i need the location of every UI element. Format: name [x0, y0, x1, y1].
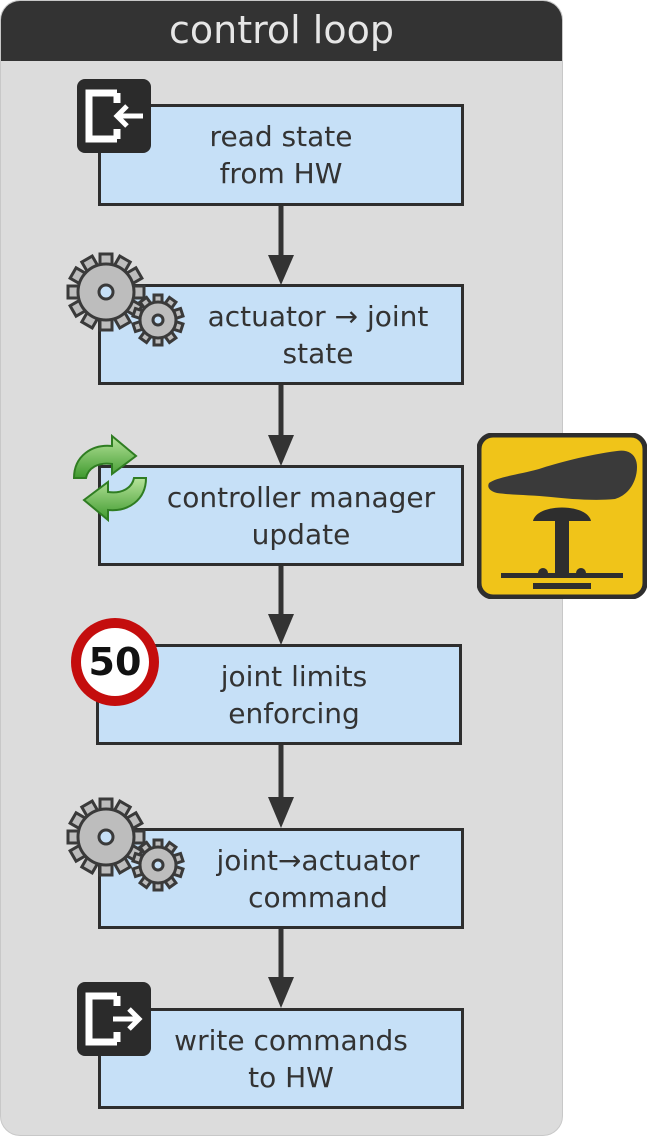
- step-controller-update: controller manager update: [98, 465, 464, 566]
- refresh-arrows-icon: [72, 434, 148, 522]
- speed-limit-sign-icon: 50: [71, 618, 159, 706]
- step-read-state: read state from HW: [98, 104, 464, 206]
- gears-icon: [66, 797, 185, 892]
- step-label: write commands to HW: [174, 1023, 408, 1094]
- step-write-commands: write commands to HW: [98, 1008, 464, 1109]
- step-label: joint limits enforcing: [220, 659, 368, 730]
- step-label: joint→actuator command: [216, 843, 420, 914]
- exit-arrow-out-icon: [77, 982, 151, 1056]
- step-label: actuator → joint state: [207, 299, 429, 370]
- speed-limit-value: 50: [89, 640, 142, 684]
- step-label: controller manager update: [166, 480, 436, 551]
- exit-arrow-in-icon: [77, 79, 151, 153]
- panel-title: control loop: [1, 1, 562, 61]
- step-joint-limits: joint limits enforcing: [96, 644, 462, 745]
- emergency-stop-button-icon: [477, 433, 647, 599]
- gears-icon: [66, 252, 185, 347]
- step-joint-to-actuator: joint→actuator command: [98, 828, 464, 929]
- step-label: read state from HW: [209, 120, 353, 190]
